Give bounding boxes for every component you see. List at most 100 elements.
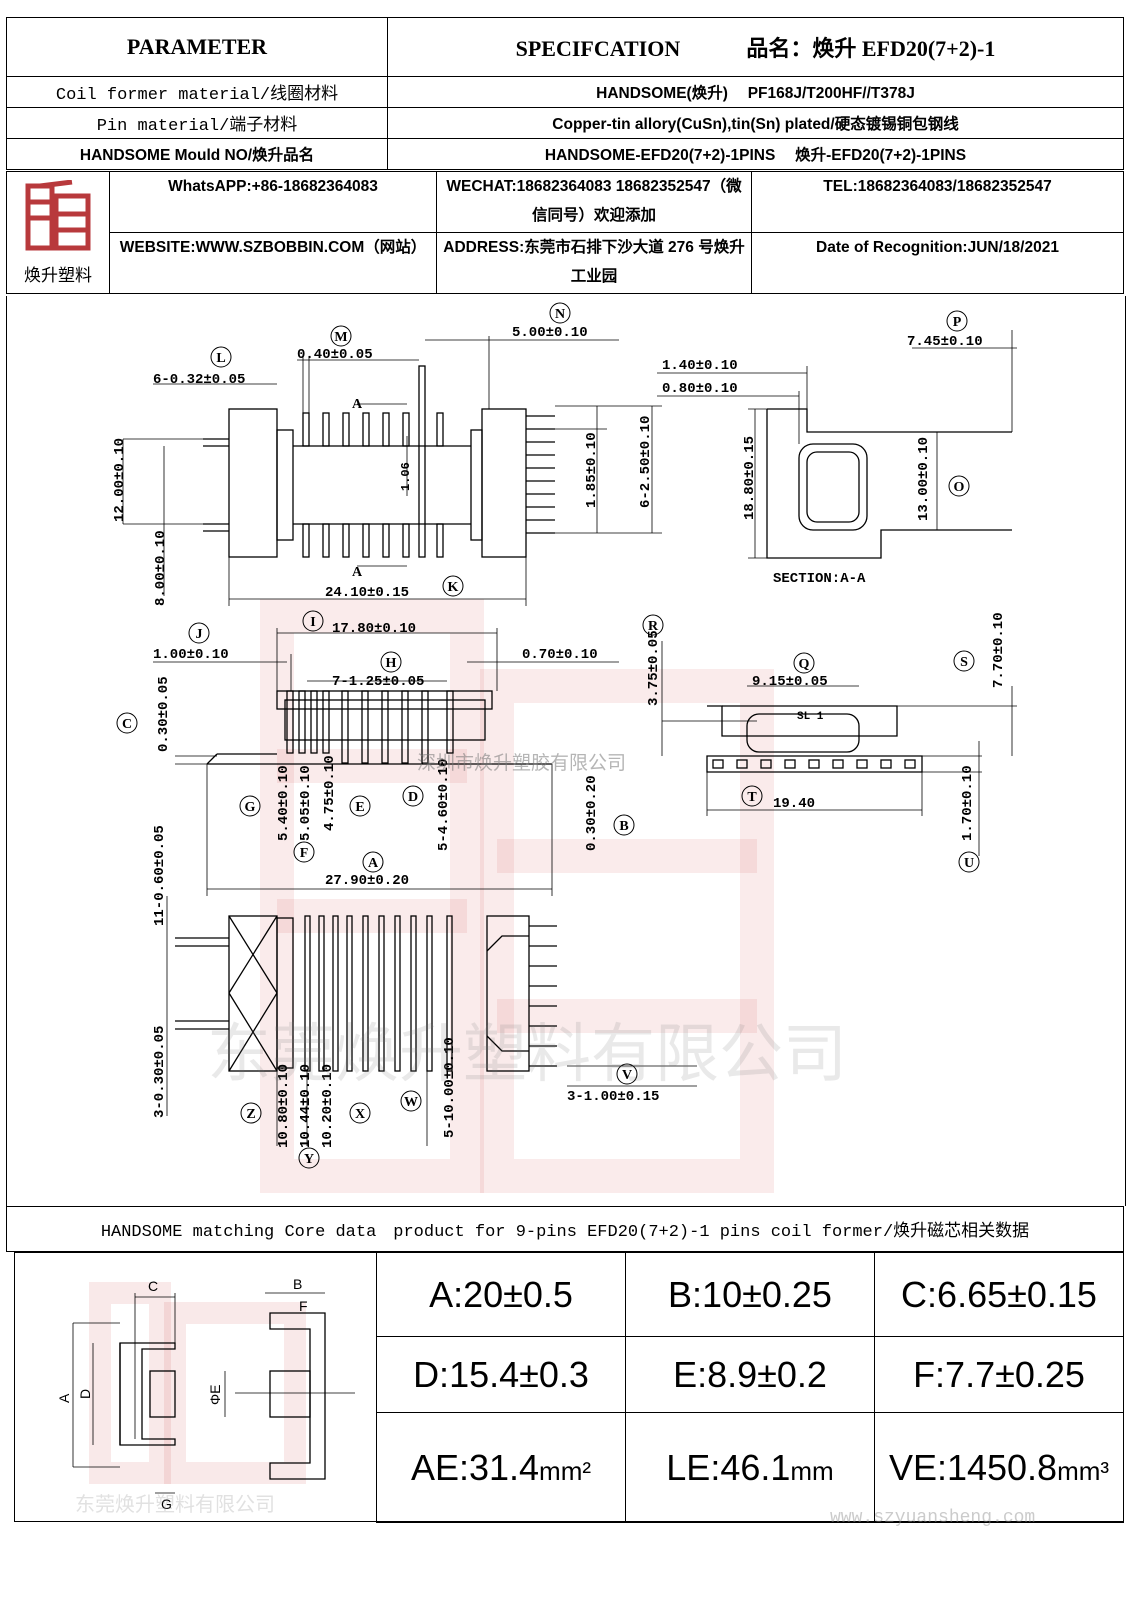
dim-k: 24.10±0.15 <box>325 585 409 601</box>
callout-t-icon: T <box>741 785 763 807</box>
bottom-view-right-pins <box>529 925 557 1067</box>
dim-c: 0.30±0.05 <box>156 676 172 752</box>
core-value-e: E:8.9±0.2 <box>625 1336 875 1413</box>
callout-l-icon: L <box>210 346 232 368</box>
dim-a: 27.90±0.20 <box>325 873 409 889</box>
dim-p: 7.45±0.10 <box>907 334 983 350</box>
core-value-c: C:6.65±0.15 <box>874 1252 1124 1337</box>
product-name: 品名：焕升 EFD20(7+2)-1 <box>746 36 996 61</box>
callout-g-icon: G <box>239 795 261 817</box>
dim-106: 1.06 <box>399 462 413 491</box>
core-value-d: D:15.4±0.3 <box>376 1336 626 1413</box>
dim-6250: 6-2.50±0.10 <box>638 416 654 508</box>
callout-c-icon: C <box>116 712 138 734</box>
core-label-a: A <box>56 1393 72 1403</box>
core-values-table: A:20±0.5 B:10±0.25 C:6.65±0.15 D:15.4±0.… <box>376 1252 1124 1523</box>
dim-t: 19.40 <box>773 796 815 812</box>
callout-y-icon: Y <box>298 1147 320 1169</box>
dim-l: 6-0.32±0.05 <box>153 372 245 388</box>
logo-caption: 焕升塑料 <box>24 265 92 285</box>
logo-cell: 焕升塑料 <box>6 171 110 294</box>
svg-text:I: I <box>310 615 315 630</box>
svg-text:L: L <box>216 351 225 366</box>
callout-h-icon: H <box>380 651 402 673</box>
callout-s-icon: S <box>953 650 975 672</box>
dim-m: 0.40±0.05 <box>297 347 373 363</box>
dim-e: 4.75±0.10 <box>322 755 338 831</box>
dim-y: 10.44±0.10 <box>298 1064 314 1148</box>
dim-b: 0.30±0.20 <box>584 775 600 851</box>
top-view-fins <box>302 365 444 558</box>
coil-material-value: HANDSOME(焕升) PF168J/T200HF//T378J <box>387 76 1124 108</box>
bobbin-drawing: 6-0.32±0.05 0.40±0.05 5.00±0.10 7.45±0.1… <box>112 302 1017 1193</box>
core-value-a: A:20±0.5 <box>376 1252 626 1337</box>
svg-text:Z: Z <box>246 1107 255 1122</box>
svg-text:W: W <box>404 1095 418 1110</box>
core-label-g: G <box>161 1496 172 1512</box>
callout-q-icon: Q <box>793 652 815 674</box>
callout-m-icon: M <box>330 325 352 347</box>
pin-material-value: Copper-tin allory(CuSn),tin(Sn) plated/硬… <box>387 107 1124 139</box>
whatsapp: WhatsAPP:+86-18682364083 <box>109 171 437 233</box>
callout-o-icon: O <box>948 475 970 497</box>
background-logo-watermark <box>260 599 774 1193</box>
core-value-ve: VE:1450.8mm³ <box>874 1412 1124 1523</box>
dim-140: 1.40±0.10 <box>662 358 738 374</box>
core-logo-watermark <box>89 1282 306 1484</box>
dim-z: 10.80±0.10 <box>276 1064 292 1148</box>
dim-800: 8.00±0.10 <box>153 530 169 606</box>
core-value-f: F:7.7±0.25 <box>874 1336 1124 1413</box>
svg-text:B: B <box>619 819 628 834</box>
core-watermark: 东莞焕升塑料有限公司 <box>75 1493 275 1516</box>
technical-drawing-area: 6-0.32±0.05 0.40±0.05 5.00±0.10 7.45±0.1… <box>6 296 1126 1206</box>
website: WEBSITE:WWW.SZBOBBIN.COM（网站） <box>109 232 437 294</box>
dim-1880: 18.80±0.15 <box>742 436 758 520</box>
callout-d-icon: D <box>402 785 424 807</box>
dim-g: 5.40±0.10 <box>276 765 292 841</box>
recognition-date: Date of Recognition:JUN/18/2021 <box>751 232 1124 294</box>
svg-text:T: T <box>747 790 757 805</box>
side-view-fins <box>286 690 454 764</box>
bottom-view-fins <box>304 915 453 1072</box>
svg-text:Y: Y <box>304 1152 314 1167</box>
callout-v-icon: V <box>616 1063 638 1085</box>
dim-x: 10.20±0.10 <box>320 1064 336 1148</box>
watermark-large: 东莞焕升塑料有限公司 <box>207 1018 847 1090</box>
core-value-ae: AE:31.4mm² <box>376 1412 626 1523</box>
parameter-heading: PARAMETER <box>6 17 388 77</box>
svg-text:A: A <box>352 565 363 580</box>
svg-text:X: X <box>355 1107 365 1122</box>
bottom-view-right-flange <box>486 915 530 1072</box>
core-label-c: C <box>148 1278 158 1294</box>
core-ae-unit: mm² <box>539 1455 592 1486</box>
callout-z-icon: Z <box>240 1102 262 1124</box>
dim-185: 1.85±0.10 <box>584 432 600 508</box>
callout-u-icon: U <box>958 851 980 873</box>
specification-label: SPECIFCATION <box>515 36 681 61</box>
pin-detail-teeth <box>712 759 916 769</box>
address: ADDRESS:东莞市石排下沙大道 276 号焕升工业园 <box>436 232 752 294</box>
core-label-e: ΦE <box>207 1384 223 1405</box>
svg-text:D: D <box>408 790 418 805</box>
dim-d: 5-4.60±0.10 <box>436 759 452 851</box>
contact-table: 焕升塑料 WhatsAPP:+86-18682364083 WECHAT:186… <box>6 171 1124 294</box>
dim-i: 17.80±0.10 <box>332 621 416 637</box>
dim-1200: 12.00±0.10 <box>112 438 128 522</box>
callout-x-icon: X <box>349 1102 371 1124</box>
core-value-b: B:10±0.25 <box>625 1252 875 1337</box>
core-le-unit: mm <box>790 1455 834 1486</box>
dim-080: 0.80±0.10 <box>662 381 738 397</box>
watermark-small: 深圳市焕升塑胶有限公司 <box>417 752 626 774</box>
callout-r-icon: R <box>642 614 664 636</box>
parameter-table: PARAMETER SPECIFCATION 品名：焕升 EFD20(7+2)-… <box>6 17 1124 170</box>
callout-w-icon: W <box>400 1090 422 1112</box>
dim-q: 9.15±0.05 <box>752 674 828 690</box>
core-ae-label: AE:31.4 <box>410 1446 540 1488</box>
core-label-b: B <box>293 1276 302 1292</box>
core-diagram: C B F A D ΦE G 东莞焕升塑料有限公司 <box>56 1276 355 1516</box>
svg-text:O: O <box>954 480 965 495</box>
dim-o: 13.00±0.10 <box>916 437 932 521</box>
section-label: SECTION:A-A <box>773 571 866 587</box>
callout-j-icon: J <box>188 622 210 644</box>
pin-detail-window <box>746 713 860 753</box>
